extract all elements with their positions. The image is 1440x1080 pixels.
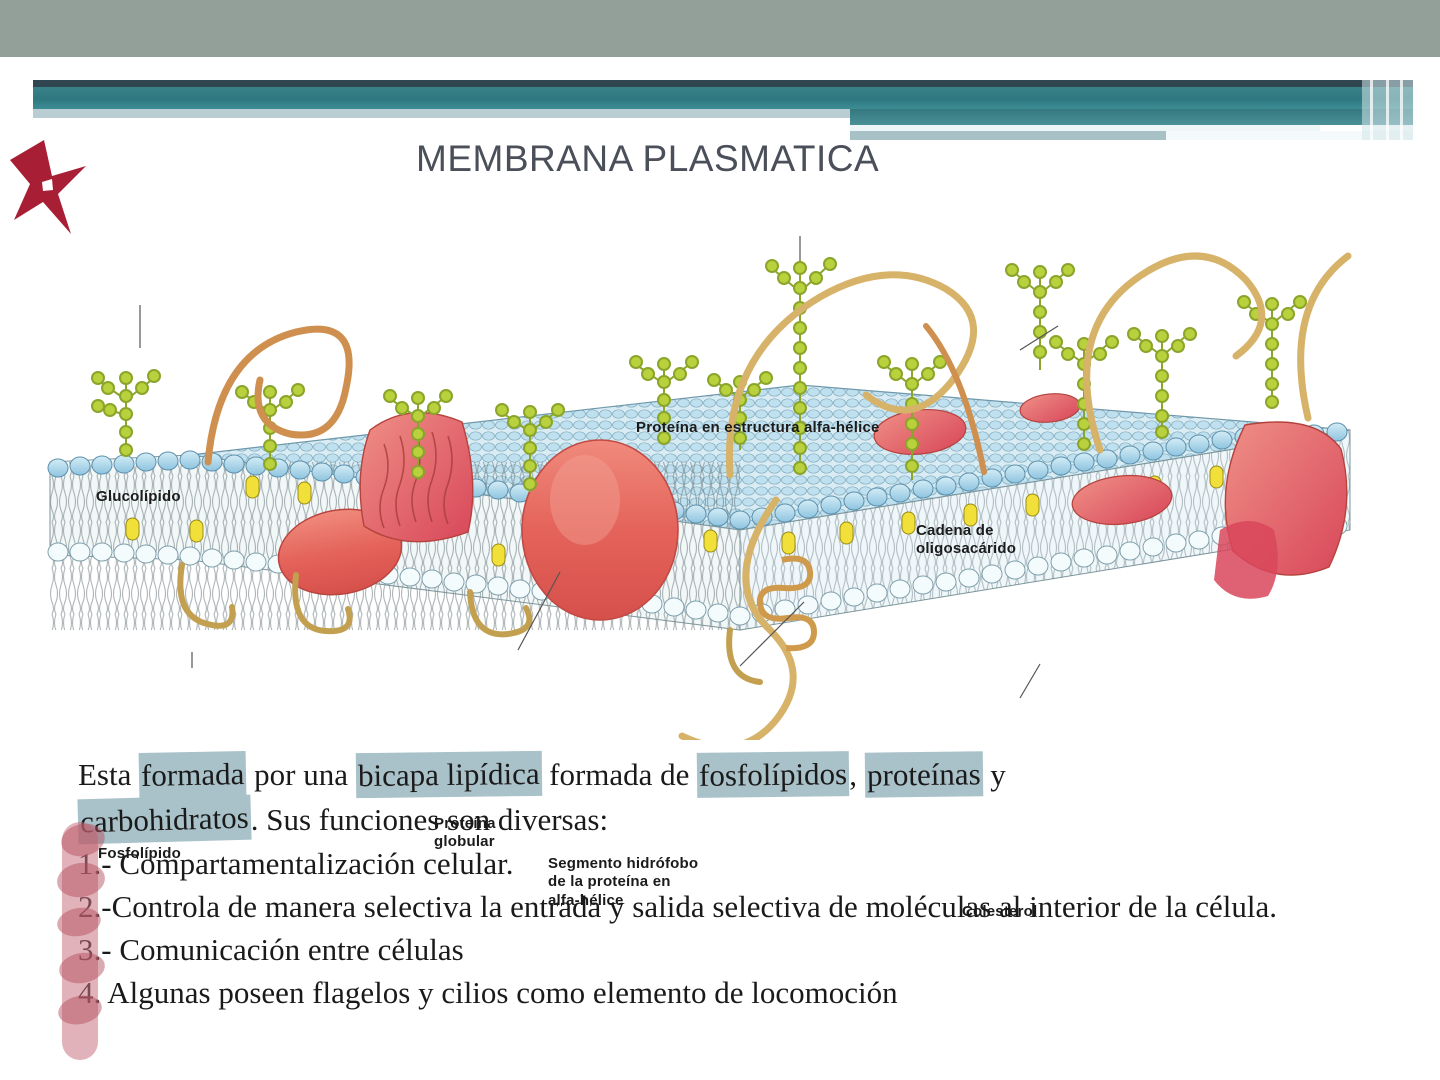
intro-t3: formada de: [541, 757, 698, 792]
banner-white-line-2: [1166, 131, 1413, 140]
label-globular-protein: Proteína globular: [434, 815, 496, 851]
alpha-helix-coil: [756, 555, 818, 652]
banner-teal-lower-bar: [850, 109, 1413, 125]
list-number-3: 3.: [78, 932, 102, 967]
list-item-4: 4. Algunas poseen flagelos y cilios como…: [78, 971, 1388, 1014]
banner-teal-bar: [33, 87, 1413, 109]
red-star-annotation: [8, 138, 96, 238]
label-phospholipid: Fosfolípido: [98, 845, 182, 862]
oligosaccharide-chains: [91, 257, 1307, 492]
banner-pale-left-bar: [33, 109, 850, 118]
intro-t6: . Sus funciones son diversas:: [250, 802, 609, 837]
leader-lines: [139, 236, 1059, 699]
page-title: MEMBRANA PLASMATICA: [416, 138, 880, 179]
highlight-bicapa-lipidica: bicapa lipídica: [355, 750, 542, 799]
list-text-3: - Comunicación entre células: [101, 932, 464, 967]
highlight-carbohidratos: carbohidratos: [77, 794, 252, 845]
body-text-block: Esta formada por una bicapa lipídica for…: [77, 750, 1388, 1014]
list-item-1: 1.- Compartamentalización celular.: [78, 842, 1388, 885]
star-icon: [10, 140, 86, 234]
banner-white-line-1: [850, 125, 1320, 131]
integral-proteins: [277, 393, 1348, 621]
top-gray-band: [0, 0, 1440, 57]
list-item-2: 2.-Controla de manera selectiva la entra…: [78, 885, 1388, 928]
banner-pale-lower-bar: [850, 131, 1166, 140]
banner-dark-bar: [33, 80, 1413, 87]
banner-vline-3: [1400, 80, 1403, 140]
membrane-illustration: [47, 236, 1352, 740]
banner-vline-1: [1370, 80, 1373, 140]
list-item-3: 3.- Comunicación entre células: [78, 928, 1388, 971]
highlight-proteinas: proteínas: [864, 751, 983, 798]
list-number-1: 1.: [78, 846, 102, 881]
list-number-2: 2.: [78, 889, 102, 924]
list-text-4: Algunas poseen flagelos y cilios como el…: [101, 975, 898, 1010]
intro-t2: por una: [246, 757, 356, 792]
membrane-diagram: Proteína en estructura alfa-hélice Gluco…: [40, 200, 1380, 920]
label-cholesterol: Colesterol: [962, 903, 1038, 920]
label-oligosaccharide-chain: Cadena de oligosacárido: [916, 522, 1017, 558]
label-protein-alpha-helix: Proteína en estructura alfa-hélice: [636, 419, 880, 436]
label-hydrophobic-segment: Segmento hidrófobo de la proteína en alf…: [548, 855, 699, 909]
intro-paragraph: Esta formada por una bicapa lipídica for…: [77, 750, 1388, 845]
list-text-1: - Compartamentalización celular.: [101, 846, 514, 881]
alpha-helix-filaments: [204, 252, 1352, 740]
label-glycolipid: Glucolípido: [96, 488, 181, 505]
intro-t4: ,: [849, 757, 865, 792]
list-number-4: 4.: [78, 975, 102, 1010]
list-text-2: -Controla de manera selectiva la entrada…: [101, 889, 1277, 924]
intro-t1: Esta: [78, 757, 140, 792]
decorative-banner: [0, 80, 1440, 140]
banner-vline-2: [1386, 80, 1389, 140]
highlight-fosfolipidos: fosfolípidos: [696, 751, 850, 798]
intro-t5: y: [982, 757, 1006, 792]
highlight-formada: formada: [138, 750, 247, 799]
lipid-anchor-tails: [177, 562, 763, 685]
